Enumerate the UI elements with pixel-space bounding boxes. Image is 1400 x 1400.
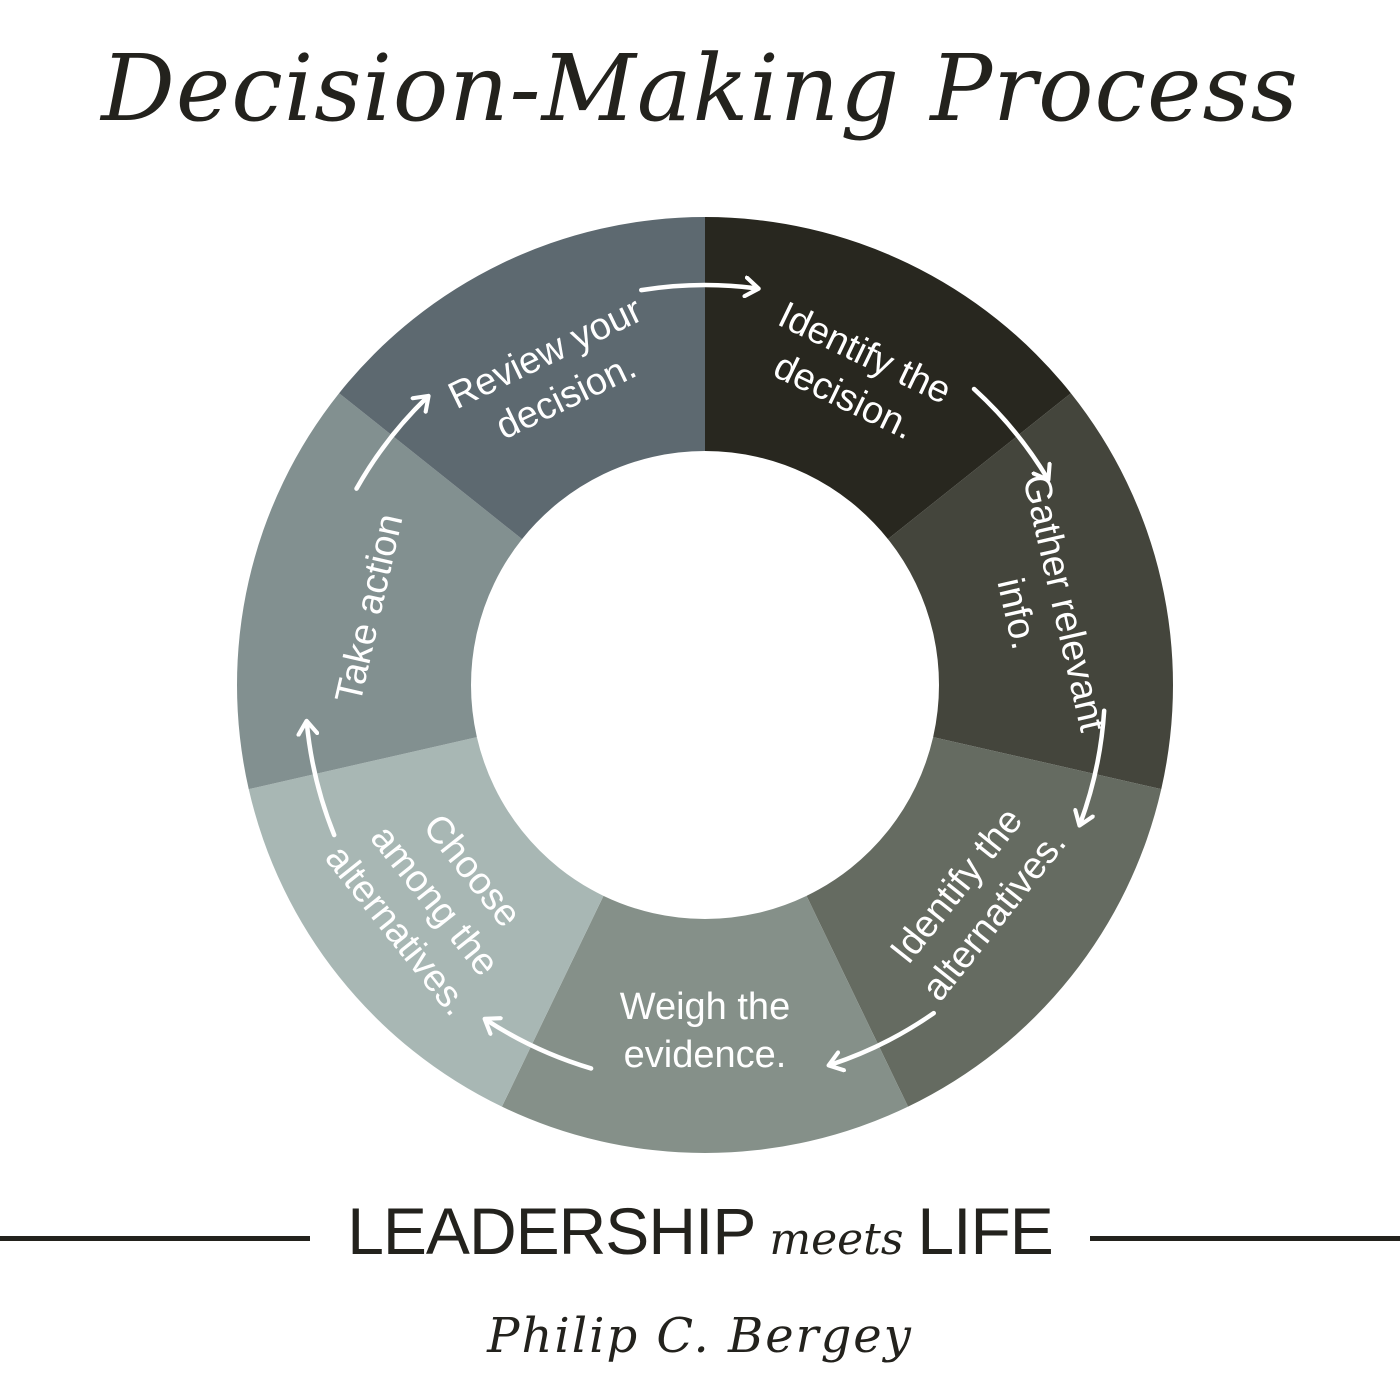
segment-weigh-the-evidence bbox=[501, 895, 909, 1154]
footer-rule-left bbox=[0, 1236, 310, 1241]
segment-identify-the-alternatives bbox=[806, 737, 1162, 1107]
segment-gather-relevant-info bbox=[887, 393, 1173, 790]
step-label-4: Weigh the evidence. bbox=[620, 986, 790, 1076]
flow-arrow-icon bbox=[486, 1020, 594, 1071]
segment-take-action bbox=[237, 393, 523, 790]
flow-arrow-icon bbox=[354, 397, 428, 491]
flow-arrow-icon bbox=[971, 386, 1047, 478]
segment-review-your-decision bbox=[339, 217, 705, 540]
author-signature: Philip C. Bergey bbox=[487, 1308, 913, 1364]
footer-rule-right bbox=[1090, 1236, 1400, 1241]
step-label-line: evidence. bbox=[624, 1034, 787, 1076]
segment-choose-among-the-alternatives bbox=[248, 737, 604, 1107]
flow-arrow-icon bbox=[307, 723, 337, 838]
flow-arrow-icon bbox=[830, 1010, 937, 1065]
brand-word-leadership: LEADERSHIP bbox=[347, 1194, 756, 1268]
brand-word-meets: meets bbox=[769, 1214, 904, 1265]
diagram-title: Decision-Making Process bbox=[101, 35, 1299, 142]
step-label-line: Weigh the bbox=[620, 986, 790, 1028]
flow-arrow-icon bbox=[639, 285, 757, 290]
segment-identify-the-decision bbox=[705, 217, 1071, 540]
flow-arrow-icon bbox=[1080, 708, 1107, 824]
brand-word-life: LIFE bbox=[917, 1194, 1053, 1268]
